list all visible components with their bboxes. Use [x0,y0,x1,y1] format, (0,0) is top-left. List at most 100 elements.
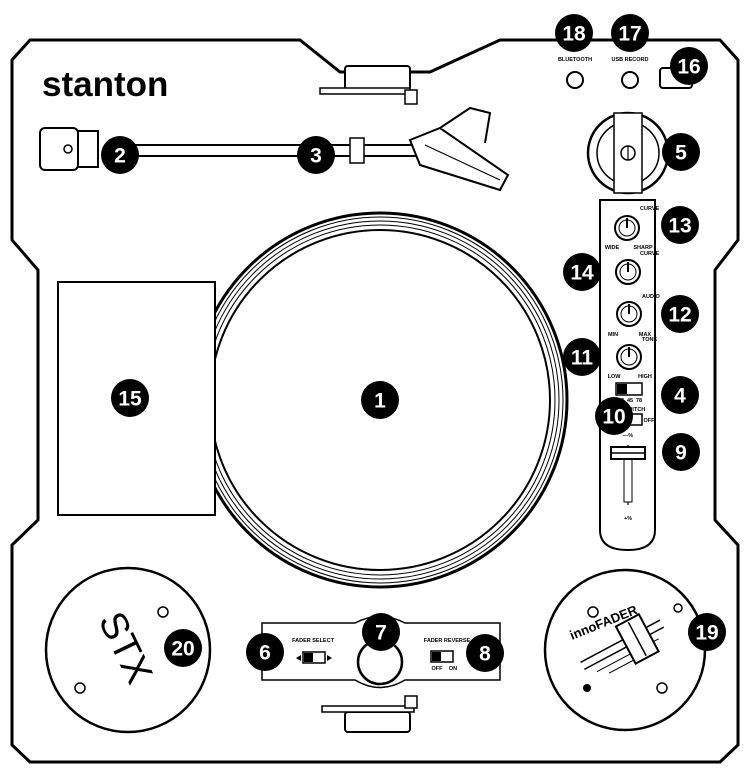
callout-6: 6 [246,633,284,671]
top-hinge [319,65,418,105]
usb-record-button-shape[interactable] [621,71,639,89]
callout-number: 15 [118,388,142,411]
callout-number: 6 [259,642,271,665]
callout-number: 8 [479,643,491,666]
callout-badge [101,136,139,174]
callout-number: 20 [171,638,194,661]
callout-number: 9 [675,442,687,465]
callout-badge [164,629,202,667]
headshell [408,106,510,192]
callout-number: 18 [562,23,586,46]
callout-badge [662,433,700,471]
audio-min-label: MIN [608,332,618,338]
callout-number: 10 [602,406,625,429]
callout-1: 1 [361,381,399,419]
audio-knob-shape[interactable] [616,301,642,327]
callout-number: 2 [114,145,126,168]
callout-badge [688,613,726,651]
tone-low-label: LOW [608,374,622,380]
tone-label: TONE [642,337,658,343]
callout-badge [466,634,504,672]
cue-wide-label: WIDE [605,245,620,251]
callout-number: 14 [570,262,594,285]
callout-3: 3 [297,136,335,174]
callout-badge [246,633,284,671]
cue-curve-knob-shape[interactable] [614,215,640,241]
callout-badge [661,295,699,333]
speed-78-label: 78 [636,398,642,404]
callout-badge [555,14,593,52]
45-adapter [586,111,670,195]
speed-switch-shape[interactable] [615,382,643,396]
callout-5: 5 [662,133,700,171]
callout-15: 15 [111,379,149,417]
fader-select-label: FADER SELECT [292,638,335,644]
fader-curve-label: CURVE [640,251,659,257]
callout-20: 20 [164,629,202,667]
counterweight [39,127,99,171]
callout-16: 16 [670,47,708,85]
callout-number: 5 [675,142,687,165]
callout-4: 4 [661,376,699,414]
callout-10: 10 [595,397,633,435]
fader-reverse-switch-shape[interactable] [430,650,454,663]
callout-13: 13 [661,206,699,244]
callout-number: 4 [674,385,686,408]
callout-badge [362,613,400,651]
fader-select-switch-shape[interactable] [296,651,332,664]
callout-12: 12 [661,295,699,333]
callout-8: 8 [466,634,504,672]
callout-badge [595,397,633,435]
fader-reverse-label: FADER REVERSE [424,638,471,644]
fader-reverse-off-label: OFF [432,666,444,672]
pitch-plus-label: +% [624,516,632,522]
control-strip [599,199,656,552]
callout-19: 19 [688,613,726,651]
callout-18: 18 [555,14,593,52]
callout-badge [297,136,335,174]
bottom-hinge [321,695,418,733]
callout-badge [361,381,399,419]
callout-11: 11 [563,338,601,376]
callout-badge [611,14,649,52]
callout-badge [661,206,699,244]
tone-high-label: HIGH [638,374,652,380]
callout-number: 7 [375,622,387,645]
callout-7: 7 [362,613,400,651]
callout-number: 12 [668,304,691,327]
callout-number: 1 [374,390,386,413]
callout-number: 3 [310,145,322,168]
audio-max-label: MAX [639,332,652,338]
callout-badge [670,47,708,85]
callout-badge [662,133,700,171]
fader-curve-knob-shape[interactable] [615,259,641,285]
callout-14: 14 [563,253,601,291]
callout-number: 19 [695,622,718,645]
crossfader-shape[interactable] [574,607,673,686]
stanton-logo: stanton [42,65,168,104]
turntable-body-outline [10,38,740,764]
tonearm [120,137,420,164]
audio-label: AUDIO [642,294,660,300]
pitch-fader-shape[interactable] [610,445,646,505]
callout-number: 13 [668,215,691,238]
stx-plate [44,566,212,734]
bluetooth-button-shape[interactable] [566,71,584,89]
callout-number: 11 [571,347,594,370]
callout-9: 9 [662,433,700,471]
pitch-minus-label: —% [623,433,634,439]
callout-2: 2 [101,136,139,174]
cue-curve-label: CURVE [640,206,659,212]
callout-badge [111,379,149,417]
innofader-plate [543,568,707,732]
bluetooth-label: BLUETOOTH [558,57,592,63]
cue-sharp-label: SHARP [633,245,653,251]
callout-badge [563,338,601,376]
callout-badge [563,253,601,291]
callout-number: 17 [618,23,641,46]
usb-record-label: USB RECORD [612,57,649,63]
tone-knob-shape[interactable] [616,344,642,370]
